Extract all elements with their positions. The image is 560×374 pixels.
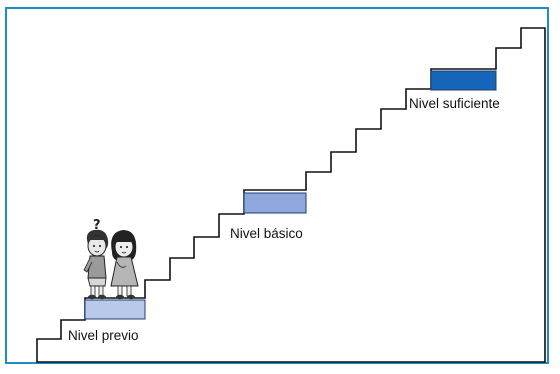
question-mark-icon: ? xyxy=(93,218,101,233)
label-nivel-suficiente: Nivel suficiente xyxy=(409,96,500,111)
marker-nivel-previo xyxy=(84,299,146,320)
label-nivel-previo: Nivel previo xyxy=(68,328,139,343)
marker-nivel-suficiente xyxy=(430,70,497,91)
girl-figure xyxy=(110,230,139,300)
marker-nivel-basico xyxy=(243,192,307,214)
children-illustration: ? xyxy=(83,218,139,300)
label-nivel-basico: Nivel básico xyxy=(230,226,303,241)
staircase-outline xyxy=(36,27,546,363)
boy-figure xyxy=(83,229,109,300)
